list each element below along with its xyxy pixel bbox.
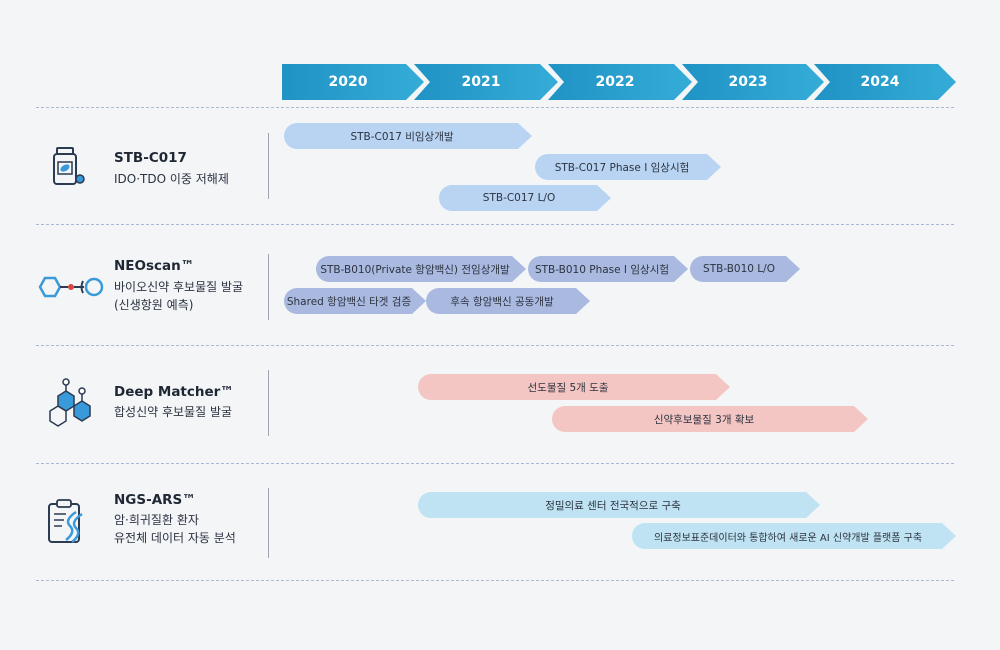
year-label: 2020	[328, 74, 368, 90]
row-title: NGS-ARS™	[114, 492, 196, 508]
year-2024: 2024	[814, 64, 956, 100]
milestone-bar: STB-B010 Phase I 임상시험	[528, 256, 688, 282]
row-subtitle: 유전체 데이터 자동 분석	[114, 531, 236, 545]
column-divider	[268, 133, 269, 199]
milestone-bar: STB-C017 Phase I 임상시험	[535, 154, 721, 180]
row-subtitle: 바이오신약 후보물질 발굴	[114, 280, 244, 294]
milestone-bar: Shared 항암백신 타겟 검증	[284, 288, 426, 314]
chemical-structure-icon	[44, 378, 94, 432]
year-label: 2023	[728, 74, 768, 90]
year-label: 2021	[461, 74, 501, 90]
row-divider	[36, 463, 954, 464]
year-2020: 2020	[282, 64, 424, 100]
row-title: Deep Matcher™	[114, 384, 234, 400]
molecule-linker-icon	[36, 270, 106, 308]
milestone-bar: STB-C017 비임상개발	[284, 123, 532, 149]
milestone-bar: 후속 항암백신 공동개발	[426, 288, 590, 314]
milestone-bar: 정밀의료 센터 전국적으로 구축	[418, 492, 820, 518]
row-subtitle: IDO·TDO 이중 저해제	[114, 172, 229, 186]
year-label: 2022	[595, 74, 635, 90]
milestone-bar: 신약후보물질 3개 확보	[552, 406, 868, 432]
medicine-bottle-icon	[50, 146, 86, 192]
row-title: NEOscan™	[114, 258, 195, 274]
milestone-bar: STB-C017 L/O	[439, 185, 611, 211]
row-divider	[36, 580, 954, 581]
row-subtitle: (신생항원 예측)	[114, 298, 194, 312]
clipboard-dna-icon	[46, 498, 86, 550]
milestone-bar: 의료정보표준데이터와 통합하여 새로운 AI 신약개발 플랫폼 구축	[632, 523, 956, 549]
year-2023: 2023	[682, 64, 824, 100]
row-title: STB-C017	[114, 150, 187, 166]
milestone-bar: STB-B010(Private 항암백신) 전임상개발	[316, 256, 526, 282]
row-subtitle: 암·희귀질환 환자	[114, 513, 199, 527]
row-divider	[36, 224, 954, 225]
column-divider	[268, 254, 269, 320]
row-divider	[36, 345, 954, 346]
year-2022: 2022	[548, 64, 692, 100]
row-subtitle: 합성신약 후보물질 발굴	[114, 405, 233, 419]
column-divider	[268, 370, 269, 436]
milestone-bar: 선도물질 5개 도출	[418, 374, 730, 400]
row-divider	[36, 107, 954, 108]
column-divider	[268, 488, 269, 558]
year-label: 2024	[860, 74, 900, 90]
milestone-bar: STB-B010 L/O	[690, 256, 800, 282]
year-2021: 2021	[414, 64, 558, 100]
